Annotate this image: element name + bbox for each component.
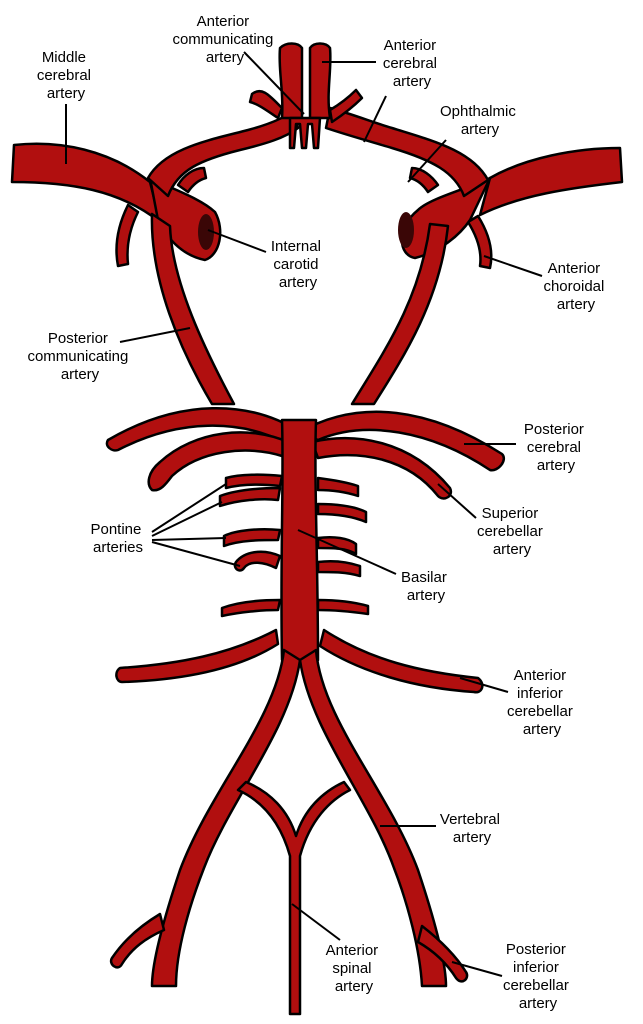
label-anterior-communicating: Anterior communicating artery bbox=[172, 13, 277, 66]
posterior-inferior-cerebellar-artery-left bbox=[109, 912, 166, 969]
pontine-artery-right-2 bbox=[316, 502, 368, 524]
label-ophthalmic: Ophthalmic artery bbox=[440, 103, 520, 138]
anterior-cerebral-artery-right bbox=[308, 42, 332, 120]
leader-pontine-2 bbox=[151, 501, 223, 537]
leader-anterior-cerebral-2 bbox=[363, 95, 387, 143]
pontine-artery-left-1 bbox=[224, 473, 284, 490]
label-anterior-inferior-cerebellar: Anterior inferior cerebellar artery bbox=[507, 667, 577, 738]
ophthalmic-artery-right bbox=[408, 166, 440, 194]
label-superior-cerebellar: Superior cerebellar artery bbox=[477, 505, 547, 558]
posterior-cerebral-artery-left bbox=[105, 406, 302, 452]
vertebral-artery-left bbox=[150, 648, 302, 988]
leader-anterior-choroidal bbox=[483, 255, 543, 277]
label-anterior-spinal: Anterior spinal artery bbox=[326, 942, 383, 995]
leader-lines bbox=[65, 51, 543, 977]
anterior-cerebral-artery-left bbox=[278, 42, 304, 120]
basilar-artery bbox=[280, 418, 320, 662]
anterior-communicating-artery bbox=[288, 116, 322, 150]
leader-pontine-3 bbox=[151, 537, 227, 541]
leader-pontine-4 bbox=[151, 541, 241, 567]
pontine-artery-left-5 bbox=[220, 598, 282, 618]
pontine-artery-right-4 bbox=[316, 559, 362, 578]
anterior-spinal-artery bbox=[236, 780, 352, 1016]
leader-superior-cerebellar bbox=[437, 483, 477, 519]
label-posterior-cerebral: Posterior cerebral artery bbox=[524, 421, 588, 474]
anterior-cerebral-a1-left bbox=[146, 108, 300, 198]
internal-carotid-lumen-left bbox=[198, 214, 214, 250]
anterior-cerebral-branch-left bbox=[248, 89, 284, 120]
leader-posterior-inferior-cerebellar bbox=[451, 961, 503, 977]
anterior-choroidal-artery-right bbox=[466, 214, 493, 270]
superior-cerebellar-artery-left bbox=[147, 431, 290, 492]
pontine-artery-left-4 bbox=[233, 550, 282, 572]
internal-carotid-lumen-right bbox=[398, 212, 414, 248]
ophthalmic-artery-left bbox=[176, 166, 208, 194]
superior-cerebellar-artery-right bbox=[310, 436, 453, 500]
leader-ophthalmic bbox=[407, 139, 447, 183]
labels: Anterior communicating artery Middle cer… bbox=[27, 13, 608, 1012]
label-anterior-cerebral: Anterior cerebral artery bbox=[383, 37, 441, 90]
pontine-artery-right-3 bbox=[316, 536, 358, 556]
leader-anterior-inferior-cerebellar bbox=[459, 677, 509, 693]
leader-posterior-communicating bbox=[119, 327, 191, 343]
posterior-inferior-cerebellar-artery-right bbox=[416, 924, 469, 983]
label-vertebral: Vertebral artery bbox=[440, 811, 504, 846]
leader-pontine-1 bbox=[151, 483, 227, 533]
pontine-artery-right-5 bbox=[316, 598, 370, 616]
leader-internal-carotid bbox=[207, 229, 267, 253]
label-pontine: Pontine arteries bbox=[90, 521, 145, 556]
pontine-artery-right-1 bbox=[316, 476, 360, 498]
posterior-communicating-artery-right bbox=[350, 222, 450, 406]
leader-basilar bbox=[297, 529, 397, 575]
label-posterior-inferior-cerebellar: Posterior inferior cerebellar artery bbox=[503, 941, 573, 1012]
label-posterior-communicating: Posterior communicating artery bbox=[27, 330, 132, 383]
middle-cerebral-artery-right bbox=[478, 146, 624, 217]
label-anterior-choroidal: Anterior choroidal artery bbox=[543, 260, 608, 313]
label-basilar: Basilar artery bbox=[401, 569, 451, 604]
vertebral-artery-right bbox=[298, 648, 448, 988]
pontine-artery-left-2 bbox=[218, 486, 282, 508]
label-internal-carotid: Internal carotid artery bbox=[271, 238, 325, 291]
anterior-cerebral-branch-right bbox=[328, 88, 364, 124]
pontine-artery-left-3 bbox=[222, 528, 282, 548]
anterior-choroidal-artery-left bbox=[115, 203, 140, 268]
posterior-communicating-artery-left bbox=[150, 212, 236, 406]
anterior-inferior-cerebellar-artery-left bbox=[115, 628, 280, 684]
label-middle-cerebral: Middle cerebral artery bbox=[37, 49, 95, 102]
leader-anterior-communicating bbox=[243, 51, 305, 115]
middle-cerebral-artery-left bbox=[10, 142, 162, 224]
posterior-cerebral-artery-right bbox=[298, 410, 506, 472]
anterior-inferior-cerebellar-artery-right bbox=[318, 628, 484, 694]
leader-anterior-spinal bbox=[291, 903, 341, 941]
